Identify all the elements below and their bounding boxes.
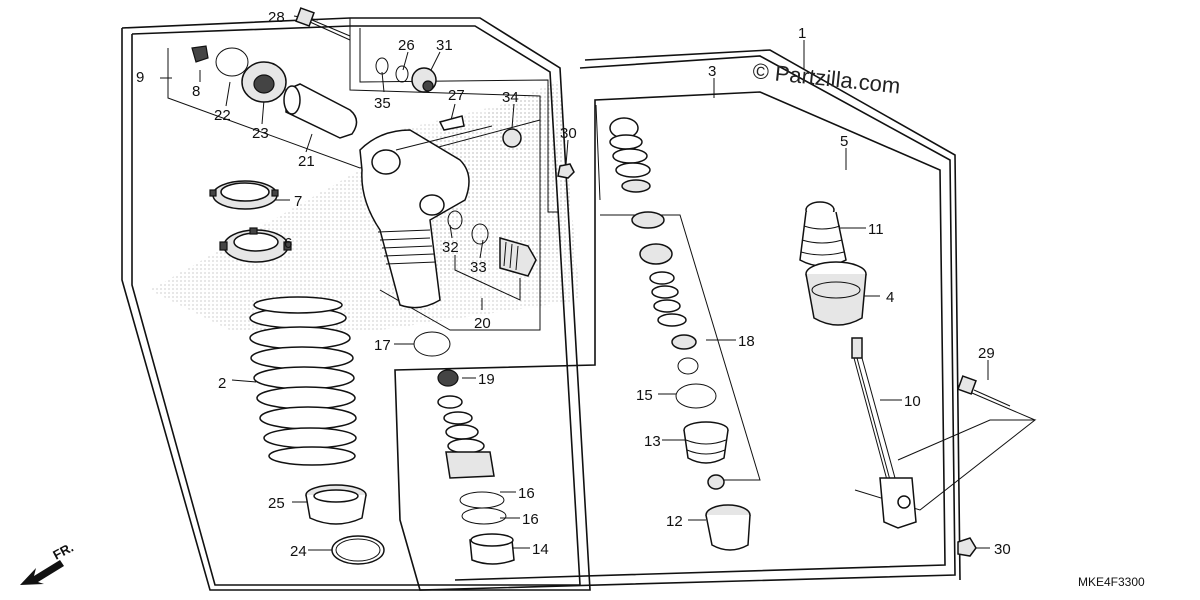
shock-spring <box>249 296 357 466</box>
callout-20: 20 <box>474 315 491 332</box>
circlip <box>215 47 249 77</box>
callout-34: 34 <box>502 89 519 106</box>
o-ring <box>471 223 489 245</box>
valve-stack <box>609 117 717 409</box>
callout-19: 19 <box>478 371 495 388</box>
piston-assembly <box>437 369 515 565</box>
bolt <box>295 7 351 41</box>
bolt <box>957 375 1011 407</box>
nut <box>557 163 575 179</box>
callout-25: 25 <box>268 495 285 512</box>
o-ring <box>395 65 409 83</box>
callout-10: 10 <box>904 393 921 410</box>
callout-4: 4 <box>886 289 894 306</box>
callout-31: 31 <box>436 37 453 54</box>
callout-29: 29 <box>978 345 995 362</box>
callouts: 1 2 3 4 5 6 7 8 9 10 11 12 13 14 15 16 1… <box>136 9 1011 560</box>
callout-26: 26 <box>398 37 415 54</box>
callout-17: 17 <box>374 337 391 354</box>
callout-24: 24 <box>290 543 307 560</box>
reservoir-cap <box>241 61 287 103</box>
stopper-ring <box>331 535 385 565</box>
callout-6: 6 <box>284 235 292 252</box>
callout-21: 21 <box>298 153 315 170</box>
bladder <box>283 83 358 139</box>
callout-12: 12 <box>666 513 683 530</box>
callout-30a: 30 <box>560 125 577 142</box>
clip <box>438 115 465 131</box>
callout-13: 13 <box>644 433 661 450</box>
callout-5: 5 <box>840 133 848 150</box>
callout-1: 1 <box>798 25 806 42</box>
spring-seat <box>305 484 367 525</box>
callout-3: 3 <box>708 63 716 80</box>
stop-ring <box>413 331 451 357</box>
diagram-code: MKE4F3300 <box>1078 575 1145 589</box>
direction-label: FR. <box>50 540 76 563</box>
callout-28: 28 <box>268 9 285 26</box>
callout-18: 18 <box>738 333 755 350</box>
compression-adjuster <box>499 237 537 277</box>
callout-7: 7 <box>294 193 302 210</box>
shading-area <box>400 90 575 280</box>
front-direction-arrow: FR. <box>20 540 76 585</box>
callout-30b: 30 <box>994 541 1011 558</box>
bushing <box>502 128 522 148</box>
o-ring <box>375 57 389 75</box>
callout-33: 33 <box>470 259 487 276</box>
bottom-cap <box>705 504 751 551</box>
shock-body <box>359 125 493 309</box>
callout-11: 11 <box>868 221 884 238</box>
callout-22: 22 <box>214 107 231 124</box>
valve-cap <box>191 45 209 63</box>
o-ring <box>447 210 463 230</box>
dust-boot <box>799 201 847 267</box>
callout-16a: 16 <box>518 485 535 502</box>
callout-8: 8 <box>192 83 200 100</box>
callout-23: 23 <box>252 125 269 142</box>
damper-rod <box>851 337 917 529</box>
leader-lines <box>160 15 1037 551</box>
bump-cup <box>805 261 867 326</box>
callout-27: 27 <box>448 87 465 104</box>
adjuster-nut <box>219 227 292 263</box>
callout-35: 35 <box>374 95 391 112</box>
callout-14: 14 <box>532 541 549 558</box>
stopper-ring <box>335 538 381 562</box>
callout-9: 9 <box>136 69 144 86</box>
callout-15: 15 <box>636 387 653 404</box>
callout-16b: 16 <box>522 511 539 528</box>
group-outlines <box>121 17 961 591</box>
callout-32: 32 <box>442 239 459 256</box>
callout-2: 2 <box>218 375 226 392</box>
lock-nut <box>209 180 279 210</box>
adjuster-knob <box>411 67 437 93</box>
nut <box>957 537 977 557</box>
rebound-rubber <box>683 421 729 490</box>
